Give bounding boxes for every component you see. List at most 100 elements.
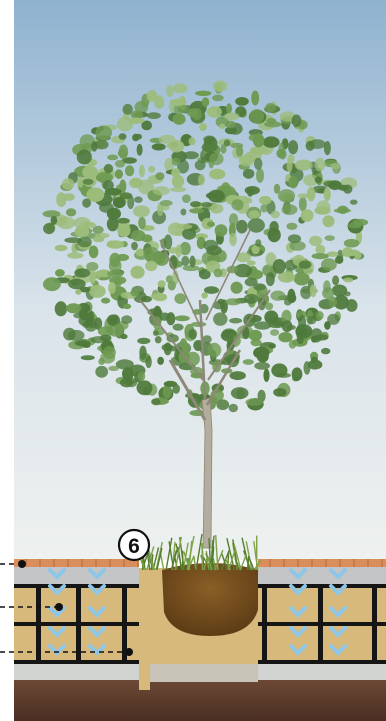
leaf-cluster xyxy=(157,357,164,365)
leaf-cluster xyxy=(325,235,335,241)
leaf-cluster xyxy=(137,144,143,156)
leaf-cluster xyxy=(98,358,105,365)
leaf-cluster xyxy=(135,134,142,140)
leaf-cluster xyxy=(312,253,329,259)
leaf-cluster xyxy=(225,298,241,305)
leaf-cluster xyxy=(298,315,306,329)
leaf-cluster xyxy=(66,208,76,216)
leaf-cluster xyxy=(271,291,286,301)
leaf-cluster xyxy=(82,198,91,207)
leaf-cluster xyxy=(255,239,261,247)
leaf-cluster xyxy=(117,218,130,224)
leaf-cluster xyxy=(155,172,164,180)
leaf-cluster xyxy=(89,285,106,298)
leaf-cluster xyxy=(229,404,238,413)
leaf-cluster xyxy=(269,221,278,233)
leaf-cluster xyxy=(75,340,91,346)
leaf-cluster xyxy=(63,193,75,201)
leaf-cluster xyxy=(299,261,312,269)
leaf-cluster xyxy=(88,323,97,329)
leaf-cluster xyxy=(145,356,151,368)
leaf-cluster xyxy=(160,200,173,206)
leaf-cluster xyxy=(137,380,153,395)
cell-frame-vertical xyxy=(262,584,267,664)
leaf-cluster xyxy=(172,158,181,166)
leaf-cluster xyxy=(172,175,184,188)
leaf-cluster xyxy=(344,291,351,296)
leaf-cluster xyxy=(268,322,285,328)
leaf-cluster xyxy=(107,217,119,231)
leader-dot-1 xyxy=(18,560,26,568)
leaf-cluster xyxy=(245,398,263,406)
leaf-cluster xyxy=(195,160,206,170)
leaf-cluster xyxy=(95,140,109,150)
leaf-cluster xyxy=(117,117,133,132)
leaf-cluster xyxy=(342,247,353,257)
leaf-cluster xyxy=(287,154,294,163)
leaf-cluster xyxy=(195,91,211,96)
leaf-cluster xyxy=(171,99,186,107)
leaf-cluster xyxy=(103,346,116,359)
leaf-cluster xyxy=(219,124,225,130)
leaf-cluster xyxy=(268,343,275,348)
leaf-cluster xyxy=(213,312,227,325)
leaf-cluster xyxy=(131,230,145,241)
leaf-cluster xyxy=(107,315,118,326)
leaf-cluster xyxy=(337,206,348,214)
leaf-cluster xyxy=(182,194,191,203)
leaf-cluster xyxy=(182,228,196,240)
leaf-cluster xyxy=(254,158,262,170)
leaf-cluster xyxy=(231,387,249,399)
leaf-cluster xyxy=(311,357,318,363)
leaf-cluster xyxy=(323,215,335,227)
leaf-cluster xyxy=(214,269,223,278)
cell-frame-vertical xyxy=(372,584,377,664)
leaf-cluster xyxy=(346,299,358,312)
leaf-cluster xyxy=(138,217,146,229)
leaf-cluster xyxy=(344,239,360,248)
leaf-cluster xyxy=(107,155,118,161)
leaf-cluster xyxy=(143,247,159,261)
leaf-cluster xyxy=(141,296,152,302)
leaf-cluster xyxy=(189,256,195,268)
brick-left xyxy=(14,559,139,567)
leaf-cluster xyxy=(68,279,86,290)
leaf-cluster xyxy=(147,112,161,119)
gravel-base-right xyxy=(258,664,386,680)
leaf-cluster xyxy=(309,139,326,149)
leaf-cluster xyxy=(331,163,340,169)
leaf-cluster xyxy=(139,346,146,360)
leaf-cluster xyxy=(335,256,343,264)
leaf-cluster xyxy=(55,245,68,251)
leaf-cluster xyxy=(253,283,266,290)
leaf-cluster xyxy=(108,366,119,371)
leaf-cluster xyxy=(155,336,162,343)
leaf-cluster xyxy=(158,280,166,287)
leaf-cluster xyxy=(207,343,221,358)
leaf-cluster xyxy=(245,186,260,195)
leaf-cluster xyxy=(327,314,340,325)
leaf-cluster xyxy=(151,399,160,406)
leaf-cluster xyxy=(173,324,184,331)
leaf-cluster xyxy=(67,252,83,258)
leaf-cluster xyxy=(271,211,280,219)
leaf-cluster xyxy=(139,165,145,178)
leaf-cluster xyxy=(260,204,268,212)
leaf-cluster xyxy=(159,135,176,144)
leaf-cluster xyxy=(189,137,196,145)
leaf-cluster xyxy=(243,359,254,365)
leaf-cluster xyxy=(101,298,110,304)
leaf-cluster xyxy=(81,222,96,229)
leaf-cluster xyxy=(134,196,143,203)
leaf-cluster xyxy=(231,282,243,294)
leaf-cluster xyxy=(276,149,284,158)
leaf-cluster xyxy=(323,181,338,188)
leaf-cluster xyxy=(62,178,74,190)
leaf-cluster xyxy=(117,223,130,237)
leaf-cluster xyxy=(350,200,358,205)
leaf-cluster xyxy=(202,97,210,106)
leaf-cluster xyxy=(348,223,361,229)
leaf-cluster xyxy=(73,313,85,319)
leaf-cluster xyxy=(254,362,270,370)
gravel-base-left xyxy=(14,664,139,680)
